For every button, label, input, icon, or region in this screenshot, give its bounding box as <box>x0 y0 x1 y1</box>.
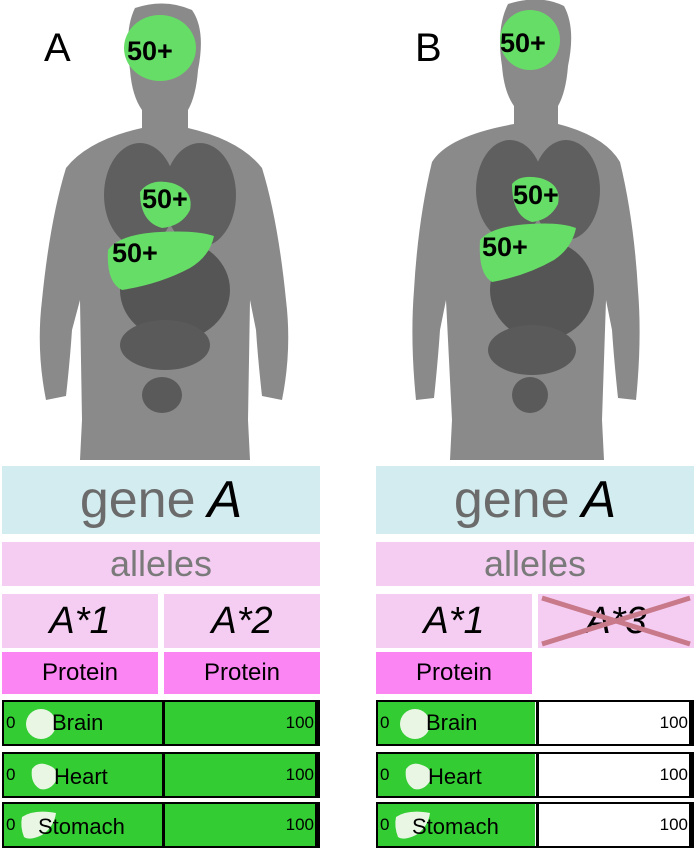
gene-name: A <box>581 471 617 529</box>
bar-organ-label: Stomach <box>38 814 125 839</box>
brain-icon <box>26 709 56 739</box>
heart-icon <box>31 763 57 790</box>
bar-fill <box>378 754 535 796</box>
heart-percent-label: 50+ <box>513 180 559 210</box>
panel-a-letter: A <box>44 26 71 70</box>
liver-percent-label: 50+ <box>112 238 158 268</box>
gene-prefix: gene <box>79 471 196 529</box>
bar-max-label: 100 <box>659 765 688 784</box>
bar-fill <box>4 804 318 846</box>
allele-b1-box: A*1 <box>376 594 532 648</box>
protein-box-b1: Protein <box>376 652 532 694</box>
heart-highlight <box>512 176 559 222</box>
bar-dark-segment <box>536 702 692 744</box>
bar-organ-label: Heart <box>428 764 482 789</box>
bar-organ-label: Brain <box>426 710 478 735</box>
bar-fill <box>4 702 318 744</box>
bar-max-label: 100 <box>659 815 688 834</box>
human-silhouette-a <box>39 3 289 460</box>
bar-min-label: 0 <box>380 765 390 784</box>
brain-highlight <box>124 15 196 81</box>
bar-dark-segment <box>162 754 318 796</box>
liver-highlight <box>479 223 576 282</box>
protein-box-a2: Protein <box>164 652 320 694</box>
brain-icon <box>400 709 430 739</box>
brain-highlight <box>500 10 560 70</box>
brain-percent-label: 50+ <box>500 28 546 58</box>
allele-b3-box: A*3 <box>538 594 694 648</box>
alleles-box-b: alleles <box>376 542 694 586</box>
stomach-bar-b: 0 Stomach 100 <box>376 802 694 848</box>
human-silhouette-b <box>412 0 640 460</box>
alleles-box-a: alleles <box>2 542 320 586</box>
bar-dark-segment <box>162 702 318 744</box>
panel-b-figure <box>380 0 698 460</box>
protein-box-a1: Protein <box>2 652 158 694</box>
stomach-icon <box>395 811 430 839</box>
gene-prefix: gene <box>453 471 570 529</box>
brain-percent-label: 50+ <box>127 36 173 66</box>
bar-organ-label: Brain <box>52 710 104 735</box>
bar-min-label: 0 <box>380 713 390 732</box>
bar-min-label: 0 <box>6 713 16 732</box>
cross-out-icon <box>541 595 691 647</box>
heart-bar-a: 0 Heart 100 <box>2 752 320 798</box>
bar-organ-label: Stomach <box>412 814 499 839</box>
allele-a1-box: A*1 <box>2 594 158 648</box>
bar-max-label: 100 <box>659 713 688 732</box>
bar-min-label: 0 <box>6 815 16 834</box>
bar-max-label: 100 <box>285 713 314 732</box>
bar-dark-segment <box>536 804 692 846</box>
panel-b-letter: B <box>415 26 442 70</box>
allele-a2-box: A*2 <box>164 594 320 648</box>
brain-bar-b: 0 Brain 100 <box>376 700 694 746</box>
liver-highlight <box>107 231 214 290</box>
bar-min-label: 0 <box>380 815 390 834</box>
heart-icon <box>405 763 431 790</box>
stomach-bar-a: 0 Stomach 100 <box>2 802 320 848</box>
bar-min-label: 0 <box>6 765 16 784</box>
heart-bar-b: 0 Heart 100 <box>376 752 694 798</box>
gene-name: A <box>207 471 243 529</box>
panel-a-figure <box>0 0 330 460</box>
brain-bar-a: 0 Brain 100 <box>2 700 320 746</box>
bar-max-label: 100 <box>285 815 314 834</box>
bar-organ-label: Heart <box>54 764 108 789</box>
liver-percent-label: 50+ <box>482 232 528 262</box>
bar-dark-segment <box>162 804 318 846</box>
bar-max-label: 100 <box>285 765 314 784</box>
stomach-icon <box>21 811 56 839</box>
bar-dark-segment <box>536 754 692 796</box>
heart-highlight <box>140 181 191 228</box>
heart-percent-label: 50+ <box>142 184 188 214</box>
